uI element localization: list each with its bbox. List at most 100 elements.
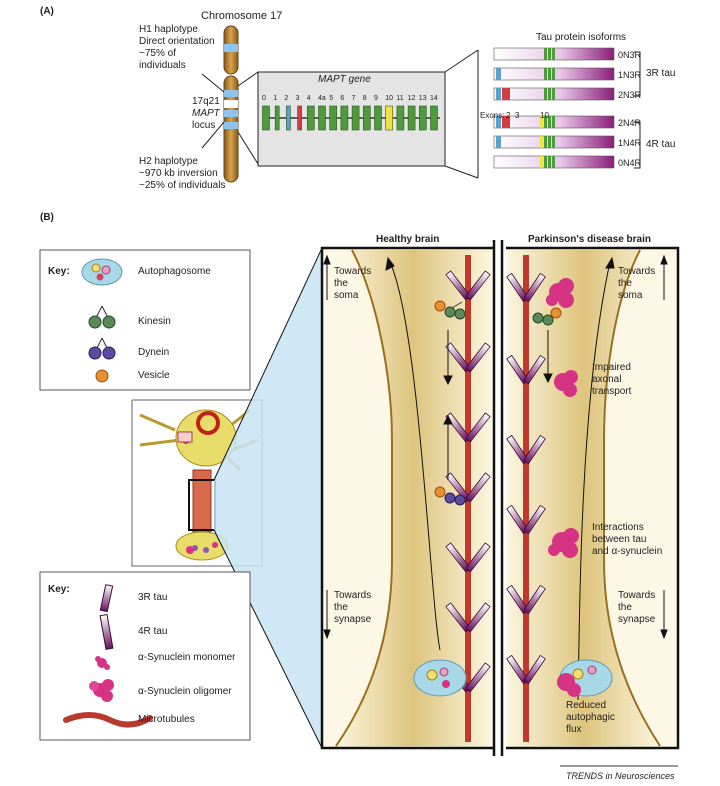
exon-label-1: 1: [273, 95, 278, 102]
exon-7: [351, 105, 360, 131]
key1-kinesin: Kinesin: [138, 316, 171, 327]
vesicle-icon: [95, 369, 109, 383]
exon-label-13: 13: [418, 95, 427, 102]
pd-synapse-3: synapse: [618, 614, 656, 625]
pd-soma-3: soma: [618, 290, 643, 301]
pd-tau-group: [506, 272, 546, 685]
isoform-label-2N4R: 2N4R: [618, 118, 642, 128]
isoform-brackets: [634, 51, 641, 169]
healthy-synapse-2: the: [334, 602, 348, 613]
exon-14: [430, 105, 438, 131]
exon-11: [396, 105, 405, 131]
locus-line-2: MAPT: [192, 108, 220, 119]
exon-8: [362, 105, 371, 131]
chromosome-title: Chromosome 17: [201, 10, 283, 22]
isoform-bar-2N3R: [493, 87, 615, 101]
pd-soma-1: Towards: [618, 266, 656, 277]
isoform-bar-1N4R: [493, 135, 615, 149]
direction-arrows: [323, 254, 668, 640]
exon-label-5: 5: [329, 95, 334, 102]
key1-autophagosome: Autophagosome: [138, 266, 211, 277]
key2-monomer: α-Synuclein monomer: [138, 652, 236, 663]
synuclein-oligomer-icon: [89, 679, 114, 702]
healthy-soma-1: Towards: [334, 266, 372, 277]
tau-molecule: [522, 654, 546, 685]
tau-molecule: [522, 504, 546, 535]
healthy-tau-group: [445, 270, 491, 693]
key1-box: [39, 249, 251, 391]
exon-label-0: 0: [262, 95, 266, 102]
h2-line-3: ~25% of individuals: [139, 180, 226, 191]
exon-label-12: 12: [407, 95, 416, 102]
exon-label-9: 9: [374, 95, 378, 102]
pd-synapse-2: the: [618, 602, 632, 613]
exon-13: [418, 105, 427, 131]
impaired-1: Impaired: [592, 362, 631, 373]
exon-label-4: 4: [306, 95, 311, 102]
isoform-label-0N4R: 0N4R: [618, 158, 642, 168]
reduced-3: flux: [566, 724, 582, 735]
exon-label-8: 8: [362, 95, 367, 102]
tau-molecule: [465, 472, 491, 503]
pd-oligomers: [546, 278, 579, 558]
exon-label-14: 14: [430, 95, 438, 102]
tau-molecule: [465, 602, 491, 633]
reduced-2: autophagic: [566, 712, 615, 723]
tau-molecule: [522, 434, 546, 465]
healthy-autophagosome: [413, 659, 467, 697]
synuclein-monomer-icon: [95, 656, 110, 670]
dynein-icon: [88, 337, 116, 360]
interactions-2: between tau: [592, 534, 647, 545]
tau-molecule: [465, 342, 491, 373]
healthy-soma-3: soma: [334, 290, 359, 301]
exon-1: [274, 105, 280, 131]
isoform-bar-1N3R: [493, 67, 615, 81]
exon-0: [262, 105, 270, 131]
key1-title: Key:: [48, 266, 70, 277]
healthy-dynein: [434, 486, 466, 506]
pd-autophagosome: [557, 659, 613, 697]
exon-4: [306, 105, 315, 131]
key2-oligomer: α-Synuclein oligomer: [138, 686, 232, 697]
tau-molecule: [465, 542, 491, 573]
exon-mark-10: 10: [540, 111, 549, 120]
interactions-3: and α-synuclein: [592, 546, 663, 557]
microtubule-icon: [63, 712, 153, 728]
key2-4r-tau: 4R tau: [138, 626, 168, 637]
exon-9: [374, 105, 382, 131]
isoform-label-2N3R: 2N3R: [618, 90, 642, 100]
isoform-label-0N3R: 0N3R: [618, 50, 642, 60]
exon-label-2: 2: [284, 95, 289, 102]
exon-label-10: 10: [385, 95, 393, 102]
isoform-label-1N3R: 1N3R: [618, 70, 642, 80]
group-3r-label: 3R tau: [646, 68, 676, 79]
exon-label-7: 7: [351, 95, 356, 102]
chromosome-17: [201, 25, 259, 183]
isoform-bar-2N4R: [493, 115, 615, 129]
pd-soma-2: the: [618, 278, 632, 289]
healthy-synapse-3: synapse: [334, 614, 372, 625]
exons-label: Exons:: [480, 111, 505, 120]
exon-6: [340, 105, 349, 131]
key1-vesicle: Vesicle: [138, 370, 170, 381]
h1-line-3: ~75% of: [139, 48, 176, 59]
exon-label-3: 3: [295, 95, 300, 102]
impaired-3: transport: [592, 386, 632, 397]
tau-3r-icon: [99, 584, 114, 613]
autophagosome-icon: [81, 258, 123, 286]
exon-12: [407, 105, 416, 131]
h1-line-2: Direct orientation: [139, 36, 215, 47]
locus-line-1: 17q21: [192, 96, 220, 107]
tau-molecule: [465, 412, 491, 443]
pd-title: Parkinson's disease brain: [528, 234, 651, 245]
isoforms-title: Tau protein isoforms: [536, 32, 627, 43]
exon-group: [262, 105, 438, 131]
tau-molecule: [465, 270, 491, 301]
key2-3r-tau: 3R tau: [138, 592, 168, 603]
footer: TRENDS in Neurosciences: [566, 771, 675, 781]
impaired-2: axonal: [592, 374, 622, 385]
group-4r-label: 4R tau: [646, 139, 676, 150]
healthy-axon-fill: [336, 250, 490, 746]
healthy-kinesin: [434, 300, 466, 320]
isoform-group: [493, 47, 615, 169]
